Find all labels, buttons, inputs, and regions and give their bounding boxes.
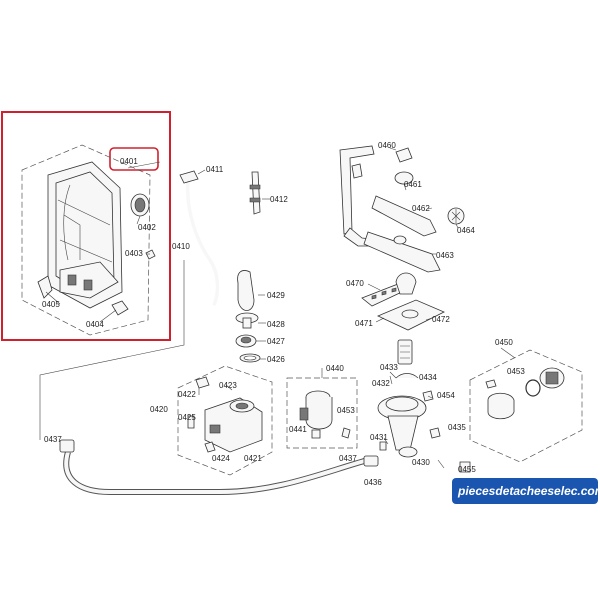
label-0403: 0403	[125, 249, 143, 258]
heater-group-drawing	[177, 365, 273, 476]
drain-hose-drawing	[39, 169, 220, 440]
label-0404: 0404	[86, 320, 104, 329]
label-0411: 0411	[206, 165, 224, 174]
label-0471: 0471	[355, 319, 373, 328]
circulation-pump-group-drawing	[459, 347, 583, 473]
label-0433: 0433	[380, 363, 398, 372]
label-0463: 0463	[436, 251, 454, 260]
label-0441: 0441	[289, 425, 307, 434]
part-labels: 0401 0402 0403 0404 0405 0410 0411 0412 …	[42, 141, 525, 487]
label-0462: 0462	[412, 204, 430, 213]
highlight-frame	[1, 111, 171, 341]
label-0461: 0461	[404, 180, 422, 189]
pump-group-drawing	[286, 368, 358, 449]
label-0472: 0472	[432, 315, 450, 324]
label-0429: 0429	[267, 291, 285, 300]
label-0436: 0436	[364, 478, 382, 487]
sump-housing-drawing	[21, 144, 161, 336]
label-0437-right: 0437	[339, 454, 357, 463]
sump-base-drawing	[377, 339, 441, 458]
label-0424: 0424	[212, 454, 230, 463]
label-0450: 0450	[495, 338, 513, 347]
clip-part-drawing	[249, 171, 270, 215]
label-0405: 0405	[42, 300, 60, 309]
connector-lines	[367, 147, 459, 469]
highlight-label-frame	[109, 147, 159, 171]
lower-drain-hose-drawing	[59, 439, 379, 495]
watermark-text: piecesdetacheeselec.com	[457, 484, 600, 498]
label-0401: 0401	[120, 157, 138, 166]
label-0412: 0412	[270, 195, 288, 204]
label-0454: 0454	[437, 391, 455, 400]
label-0428: 0428	[267, 320, 285, 329]
label-0440: 0440	[326, 364, 344, 373]
label-0434: 0434	[419, 373, 437, 382]
label-0427: 0427	[267, 337, 285, 346]
label-0432: 0432	[372, 379, 390, 388]
label-0426: 0426	[267, 355, 285, 364]
watermark-badge: piecesdetacheeselec.com	[452, 478, 600, 504]
label-0422: 0422	[178, 390, 196, 399]
label-0453-group: 0453	[507, 367, 525, 376]
label-0423: 0423	[219, 381, 237, 390]
label-0455: 0455	[458, 465, 476, 474]
label-0430: 0430	[412, 458, 430, 467]
label-0437-left: 0437	[44, 435, 62, 444]
label-0460: 0460	[378, 141, 396, 150]
label-0402: 0402	[138, 223, 156, 232]
label-0431: 0431	[370, 433, 388, 442]
label-0425: 0425	[178, 413, 196, 422]
filter-assembly-drawing	[361, 272, 445, 331]
label-0410: 0410	[172, 242, 190, 251]
label-0470: 0470	[346, 279, 364, 288]
label-0420: 0420	[150, 405, 168, 414]
label-0453-pump: 0453	[337, 406, 355, 415]
label-0421: 0421	[244, 454, 262, 463]
label-0435: 0435	[448, 423, 466, 432]
label-0464: 0464	[457, 226, 475, 235]
spray-arm-drawing	[339, 145, 465, 273]
small-parts-column-drawing	[235, 270, 266, 363]
